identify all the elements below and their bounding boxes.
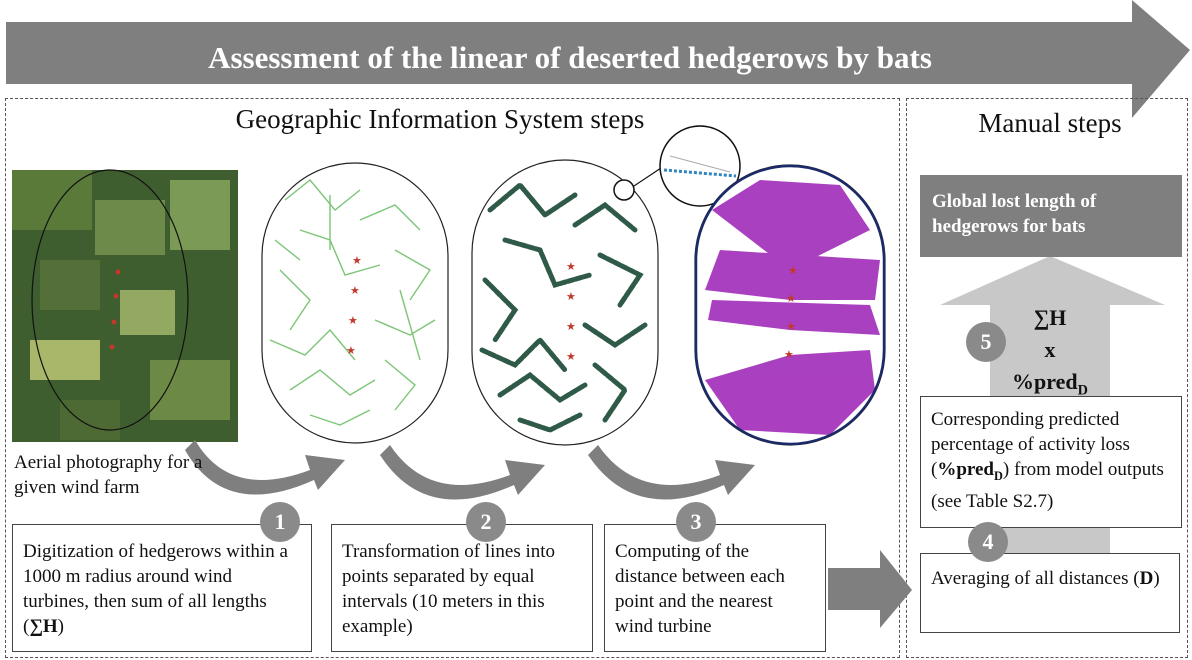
- step-3-number: 3: [676, 502, 716, 542]
- svg-text:★: ★: [348, 315, 358, 327]
- svg-text:★: ★: [346, 345, 356, 357]
- step-1-box: Digitization of hedgerows within a 1000 …: [12, 524, 312, 652]
- banner-arrow: [6, 0, 1190, 118]
- svg-text:★: ★: [566, 291, 576, 303]
- svg-text:★: ★: [786, 293, 796, 305]
- curved-arrow-3: [588, 445, 755, 500]
- svg-text:★: ★: [566, 261, 576, 273]
- step-2-box: Transformation of lines into points sepa…: [331, 524, 593, 652]
- arrow-to-manual: [828, 550, 912, 628]
- step-3-box: Computing of the distance between each p…: [604, 524, 826, 652]
- formula-times: x: [1044, 337, 1056, 362]
- global-lost-length-box: Global lost length of hedgerows for bats: [920, 175, 1182, 257]
- formula-pred: %predD: [1012, 369, 1088, 399]
- corresponding-box: Corresponding predicted percentage of ac…: [920, 396, 1182, 528]
- curved-arrow-1: [185, 440, 345, 495]
- distance-panel: ★ ★ ★ ★: [694, 164, 886, 446]
- gis-title: Geographic Information System steps: [235, 104, 645, 134]
- svg-text:★: ★: [784, 349, 794, 361]
- step-1-number: 1: [260, 502, 300, 542]
- svg-text:★: ★: [786, 321, 796, 333]
- step-4-number: 4: [968, 522, 1008, 562]
- svg-text:★: ★: [566, 351, 576, 363]
- formula: ∑H x %predD: [1000, 302, 1100, 406]
- manual-panel: [906, 98, 1188, 658]
- step-2-number: 2: [466, 502, 506, 542]
- curved-arrow-2: [380, 445, 545, 500]
- svg-text:★: ★: [350, 285, 360, 297]
- aerial-caption: Aerial photography for a given wind farm: [14, 452, 203, 498]
- step-5-number: 5: [966, 322, 1006, 362]
- svg-text:★: ★: [788, 265, 798, 277]
- aerial-photo: [12, 169, 238, 442]
- svg-text:★: ★: [352, 255, 362, 267]
- svg-text:★: ★: [566, 321, 576, 333]
- formula-sum: ∑H: [1033, 305, 1067, 330]
- hedgerow-points-panel: ★ ★ ★ ★: [471, 125, 741, 446]
- gis-panel: [5, 98, 900, 658]
- hedgerow-lines-panel: ★ ★ ★ ★: [261, 162, 449, 444]
- manual-title: Manual steps: [978, 108, 1122, 138]
- step-4-box: Averaging of all distances (D): [920, 553, 1180, 633]
- banner-title: Assessment of the linear of deserted hed…: [208, 40, 932, 75]
